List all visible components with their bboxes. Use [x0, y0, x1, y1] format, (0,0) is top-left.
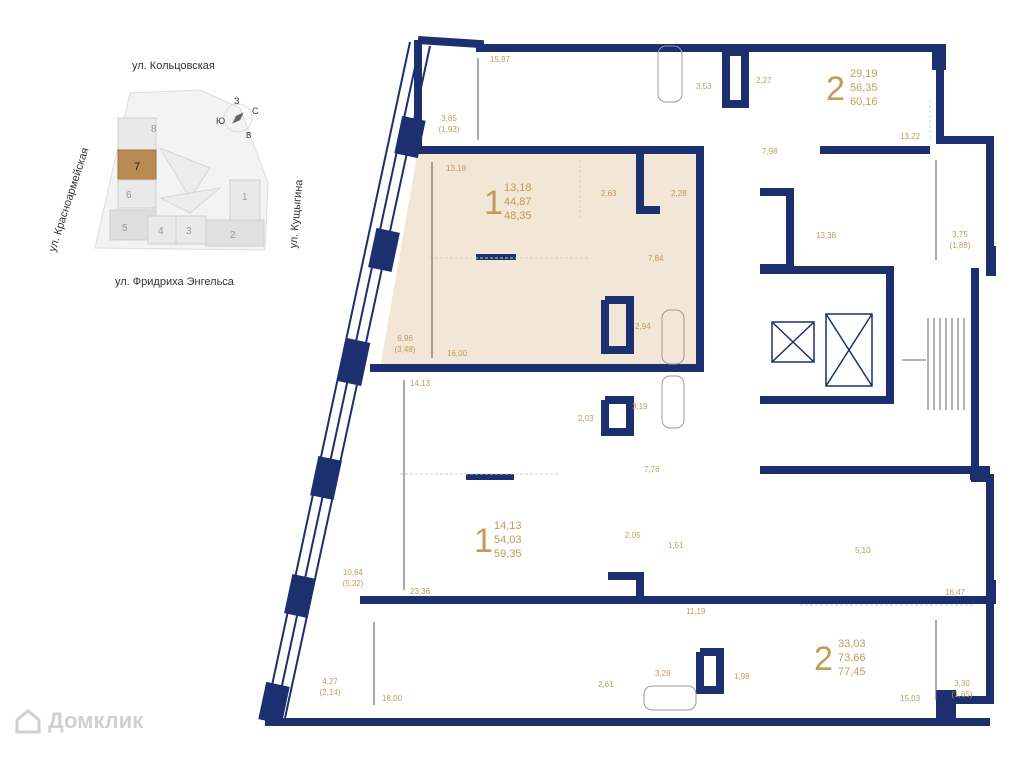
- room-area: 6,96: [397, 334, 413, 343]
- highlighted-apartment[interactable]: [380, 150, 700, 368]
- bathtub-icon: [643, 45, 697, 711]
- room-area: 3,53: [696, 82, 712, 91]
- compass-s: Ю: [216, 116, 225, 126]
- room-area: 16,47: [945, 588, 966, 597]
- room-area: 13,22: [900, 132, 921, 141]
- site-label-1: 1: [242, 192, 248, 203]
- street-top-label: ул. Кольцовская: [132, 60, 215, 72]
- site-label-4: 4: [158, 226, 164, 237]
- room-area: 13,18: [446, 164, 467, 173]
- apt-2b-total: 73,66: [838, 652, 866, 664]
- room-area: (3,48): [394, 345, 416, 354]
- site-label-3: 3: [186, 226, 192, 237]
- room-area: 2,03: [578, 414, 594, 423]
- room-area: 3,19: [632, 402, 648, 411]
- apt-1a-living: 13,18: [504, 182, 532, 194]
- site-map: 8 7 6 5 4 3 2 1 З С Ю В: [94, 89, 269, 251]
- compass-e: В: [246, 131, 251, 140]
- room-area: 16,00: [447, 349, 468, 358]
- room-area: 1,51: [668, 541, 684, 550]
- room-area: 2,27: [756, 76, 772, 85]
- apt-1a-total-balcony: 48,35: [504, 210, 532, 222]
- compass-w: З: [234, 96, 239, 106]
- room-area: 15,97: [490, 55, 511, 64]
- apt-2a-total: 56,35: [850, 82, 878, 94]
- apt-2a-total-balcony: 60,16: [850, 96, 878, 108]
- room-area: 15,03: [900, 694, 921, 703]
- site-section-6[interactable]: [117, 179, 157, 209]
- room-area: 7,76: [644, 465, 660, 474]
- elevator-icon: [771, 313, 873, 387]
- room-area: 2,05: [625, 531, 641, 540]
- watermark-text: Домклик: [48, 708, 144, 733]
- apt-1b-living: 14,13: [494, 520, 522, 532]
- apt-1a-rooms: 1: [484, 184, 503, 222]
- room-area: 14,13: [410, 379, 431, 388]
- apt-1b-rooms: 1: [474, 522, 493, 560]
- room-area: 5,10: [855, 546, 871, 555]
- site-section-4[interactable]: [147, 215, 179, 245]
- room-area: 3,28: [655, 669, 671, 678]
- room-area: 23,36: [410, 587, 431, 596]
- room-area: 2,28: [671, 189, 687, 198]
- watermark: Домклик: [14, 708, 143, 734]
- room-area: 13,38: [816, 231, 837, 240]
- compass-n: С: [252, 106, 259, 116]
- room-area: 3,75: [952, 230, 968, 239]
- site-label-8: 8: [151, 124, 157, 135]
- room-area: 7,84: [648, 254, 664, 263]
- room-area: 7,98: [762, 147, 778, 156]
- site-label-6: 6: [126, 190, 132, 201]
- apt-2b-total-balcony: 77,45: [838, 666, 866, 678]
- room-area: 2,94: [635, 322, 651, 331]
- site-section-3[interactable]: [175, 215, 207, 245]
- site-label-7: 7: [134, 161, 140, 173]
- compass-icon: З С Ю В: [216, 96, 259, 140]
- apt-1b-total-balcony: 59,35: [494, 548, 522, 560]
- room-area: (2,14): [319, 688, 341, 697]
- room-area: 18,00: [382, 694, 403, 703]
- apt-2a-living: 29,19: [850, 68, 878, 80]
- room-area: 3,85: [441, 114, 457, 123]
- room-area: 3,30: [954, 679, 970, 688]
- apt-2b-living: 33,03: [838, 638, 866, 650]
- room-area: (1,65): [951, 690, 973, 699]
- apt-2a-rooms: 2: [826, 70, 845, 108]
- site-label-5: 5: [122, 223, 128, 234]
- house-icon: [15, 709, 41, 734]
- room-area: 2,63: [601, 189, 617, 198]
- room-area: 11,19: [686, 607, 706, 616]
- apt-1b-total: 54,03: [494, 534, 522, 546]
- room-area: 1,98: [734, 672, 750, 681]
- apt-2b-rooms: 2: [814, 640, 833, 678]
- room-area: (5,32): [342, 579, 364, 588]
- site-label-2: 2: [230, 230, 236, 241]
- room-area: 4,27: [322, 677, 338, 686]
- apt-1a-total: 44,87: [504, 196, 532, 208]
- site-section-1[interactable]: [229, 179, 261, 221]
- room-area: (1,93): [438, 125, 460, 134]
- room-area: 2,61: [598, 680, 614, 689]
- room-area: (1,88): [949, 241, 971, 250]
- site-section-2[interactable]: [205, 219, 265, 247]
- street-bottom-label: ул. Фридриха Энгельса: [115, 276, 234, 288]
- room-area: 10,64: [342, 568, 364, 577]
- site-section-7[interactable]: [117, 149, 157, 181]
- stairs-icon: [902, 318, 965, 410]
